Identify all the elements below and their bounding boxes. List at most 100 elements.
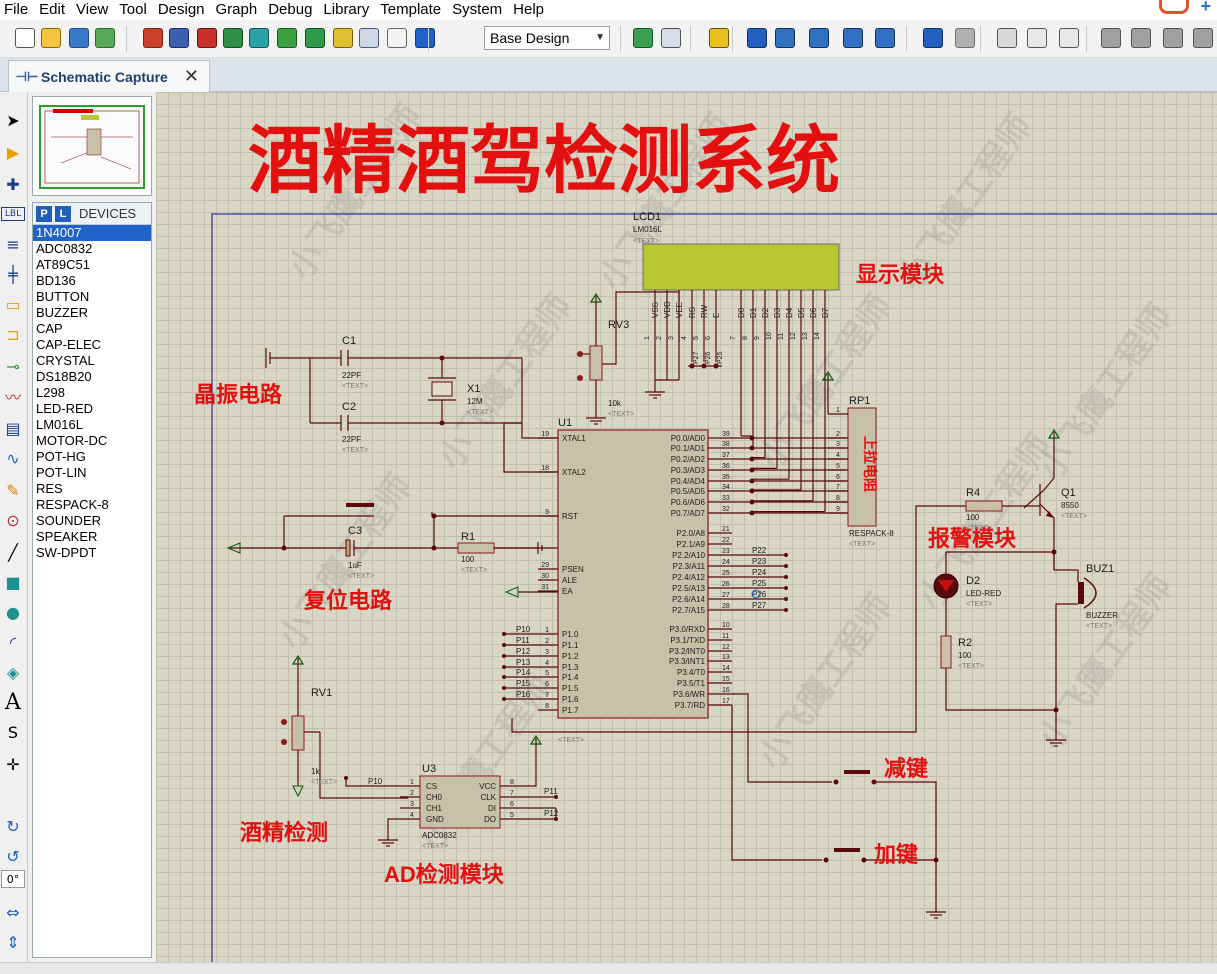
block-rotate-button[interactable]: [1160, 25, 1186, 51]
save-button[interactable]: [66, 25, 92, 51]
graph-icon[interactable]: 〰: [4, 388, 21, 407]
undo-button[interactable]: [920, 25, 946, 51]
device-item[interactable]: RES: [36, 481, 63, 496]
schematic-canvas[interactable]: 小飞鹰工程师小飞鹰工程师小飞鹰工程师小飞鹰工程师小飞鹰工程师小飞鹰工程师小飞鹰工…: [156, 92, 1217, 962]
device-item[interactable]: SW-DPDT: [36, 545, 97, 560]
plus-icon[interactable]: +: [1200, 0, 1211, 16]
device-item[interactable]: RESPACK-8: [36, 497, 109, 512]
copy-button[interactable]: [1024, 25, 1050, 51]
redo-button[interactable]: [952, 25, 978, 51]
grid-button[interactable]: [658, 25, 684, 51]
menu-tool[interactable]: Tool: [119, 1, 147, 18]
component-mode-icon[interactable]: ▶: [6, 142, 20, 162]
text-tool-icon[interactable]: A: [5, 689, 21, 715]
import-button[interactable]: [92, 25, 118, 51]
device-item[interactable]: ADC0832: [36, 241, 93, 256]
zoom-all-button[interactable]: [840, 25, 866, 51]
binary-button[interactable]: [356, 25, 382, 51]
probe-mode-icon[interactable]: ✎: [6, 480, 20, 500]
new-file-button[interactable]: [12, 25, 38, 51]
rotation-angle-field[interactable]: 0°: [1, 870, 25, 888]
device-item[interactable]: CAP: [36, 321, 63, 336]
pcb-button[interactable]: [274, 25, 300, 51]
terminal-icon[interactable]: ⊐: [6, 324, 20, 344]
device-item[interactable]: LM016L: [36, 417, 83, 432]
device-item[interactable]: BUTTON: [36, 289, 90, 304]
cut-button[interactable]: [994, 25, 1020, 51]
menu-view[interactable]: View: [76, 1, 109, 18]
mirror-x-icon[interactable]: ⇔: [6, 902, 20, 922]
block-copy-button[interactable]: [1098, 25, 1124, 51]
device-item[interactable]: BUZZER: [36, 305, 88, 320]
device-item[interactable]: CRYSTAL: [36, 353, 95, 368]
component-button[interactable]: [166, 25, 192, 51]
origin-button[interactable]: [706, 25, 732, 51]
device-item[interactable]: SPEAKER: [36, 529, 98, 544]
menu-debug[interactable]: Debug: [268, 1, 313, 18]
close-icon[interactable]: ✕: [183, 66, 199, 86]
chip-button[interactable]: [194, 25, 220, 51]
design-select[interactable]: Base Design ▼: [484, 26, 610, 50]
device-item[interactable]: CAP-ELEC: [36, 337, 102, 352]
menu-library[interactable]: Library: [323, 1, 370, 18]
menu-design[interactable]: Design: [157, 1, 205, 18]
menu-graph[interactable]: Graph: [215, 1, 258, 18]
device-item[interactable]: LED-RED: [36, 401, 94, 416]
device-item[interactable]: AT89C51: [36, 257, 90, 272]
notes-button[interactable]: [384, 25, 410, 51]
menu-help[interactable]: Help: [513, 1, 545, 18]
wire-label-icon[interactable]: LBL: [1, 207, 25, 221]
line-icon[interactable]: ╱: [8, 542, 18, 562]
mirror-y-icon[interactable]: ⇕: [6, 932, 20, 952]
library-manager-button[interactable]: L: [55, 205, 71, 222]
zoom-out-button[interactable]: [806, 25, 832, 51]
device-item[interactable]: BD136: [36, 273, 76, 288]
dollar-button[interactable]: [330, 25, 356, 51]
zoom-in-button[interactable]: [772, 25, 798, 51]
menu-edit[interactable]: Edit: [39, 1, 66, 18]
subcircuit-icon[interactable]: ▭: [5, 294, 21, 314]
block-delete-button[interactable]: [1190, 25, 1216, 51]
pin-icon[interactable]: ⊸: [6, 356, 20, 376]
device-item[interactable]: SOUNDER: [36, 513, 102, 528]
junction-icon[interactable]: ✚: [6, 174, 20, 194]
home-button[interactable]: [140, 25, 166, 51]
device-item[interactable]: POT-LIN: [36, 465, 87, 480]
path-icon[interactable]: ◈: [6, 662, 20, 682]
pick-devices-button[interactable]: P: [36, 205, 52, 222]
overview-viewport[interactable]: [39, 105, 145, 189]
refresh-button[interactable]: [630, 25, 656, 51]
rotate-cw-icon[interactable]: ↻: [6, 816, 20, 836]
text-script-icon[interactable]: ≡: [6, 234, 20, 254]
rotate-ccw-icon[interactable]: ↺: [6, 846, 20, 866]
block-move-button[interactable]: [1128, 25, 1154, 51]
symbol-icon[interactable]: S: [7, 722, 19, 742]
device-item[interactable]: 1N4007: [33, 225, 151, 241]
move-button[interactable]: [744, 25, 770, 51]
instrument-icon[interactable]: ⊙: [6, 510, 20, 530]
paste-button[interactable]: [1056, 25, 1082, 51]
help-button[interactable]: [412, 25, 438, 51]
generator-icon[interactable]: ∿: [6, 448, 20, 468]
circle-icon[interactable]: ●: [6, 602, 20, 622]
open-folder-button[interactable]: [38, 25, 64, 51]
probe-button[interactable]: [246, 25, 272, 51]
zoom-area-button[interactable]: [872, 25, 898, 51]
marker-icon[interactable]: ✛: [6, 754, 20, 774]
tab-schematic-capture[interactable]: ⊣⊢ Schematic Capture ✕: [8, 60, 210, 92]
select-arrow-icon[interactable]: ➤: [6, 110, 20, 130]
device-item[interactable]: DS18B20: [36, 369, 92, 384]
tape-icon[interactable]: ▤: [5, 418, 21, 438]
box-icon[interactable]: ■: [5, 572, 21, 592]
arc-icon[interactable]: ◜: [9, 632, 17, 652]
bus-icon[interactable]: ╪: [8, 264, 18, 284]
netlist-button[interactable]: [220, 25, 246, 51]
device-item[interactable]: MOTOR-DC: [36, 433, 108, 448]
bom-button[interactable]: [302, 25, 328, 51]
device-item[interactable]: POT-HG: [36, 449, 86, 464]
menu-file[interactable]: File: [4, 1, 29, 18]
device-item[interactable]: L298: [36, 385, 65, 400]
menu-template[interactable]: Template: [380, 1, 442, 18]
overview-panel[interactable]: [32, 96, 152, 196]
menu-system[interactable]: System: [452, 1, 503, 18]
